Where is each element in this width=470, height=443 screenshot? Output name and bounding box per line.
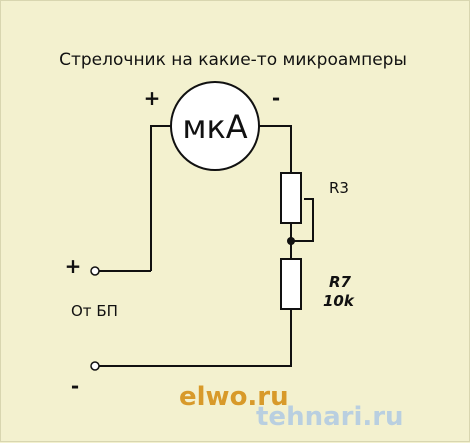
- wire-plus-to-meter: [150, 125, 171, 271]
- meter-plus-sign: +: [144, 86, 161, 110]
- supply-label: От БП: [71, 302, 118, 320]
- supply-plus-terminal: [90, 266, 100, 276]
- supply-plus-sign: +: [65, 254, 82, 278]
- supply-minus-terminal: [90, 361, 100, 371]
- junction-dot: [287, 237, 295, 245]
- resistor-r3-label: R3: [329, 179, 349, 197]
- meter-minus-sign: -: [272, 86, 280, 110]
- supply-minus-sign: -: [71, 374, 79, 398]
- wire-meter-to-r3: [259, 125, 292, 173]
- resistor-r7-value: 10k: [323, 292, 355, 310]
- resistor-r7-label: R7: [329, 273, 352, 291]
- microammeter: [170, 81, 260, 171]
- diagram-title: Стрелочник на какие-то микроамперы: [59, 50, 407, 70]
- resistor-r7: [280, 258, 302, 310]
- watermark-elwo: elwo.ru: [179, 382, 289, 412]
- r3-wiper: [291, 198, 314, 242]
- watermark-tehnari: tehnari.ru: [256, 402, 404, 432]
- wire-r7-to-minus: [99, 309, 292, 367]
- meter-label: мкА: [182, 108, 247, 146]
- resistor-r3: [280, 172, 302, 224]
